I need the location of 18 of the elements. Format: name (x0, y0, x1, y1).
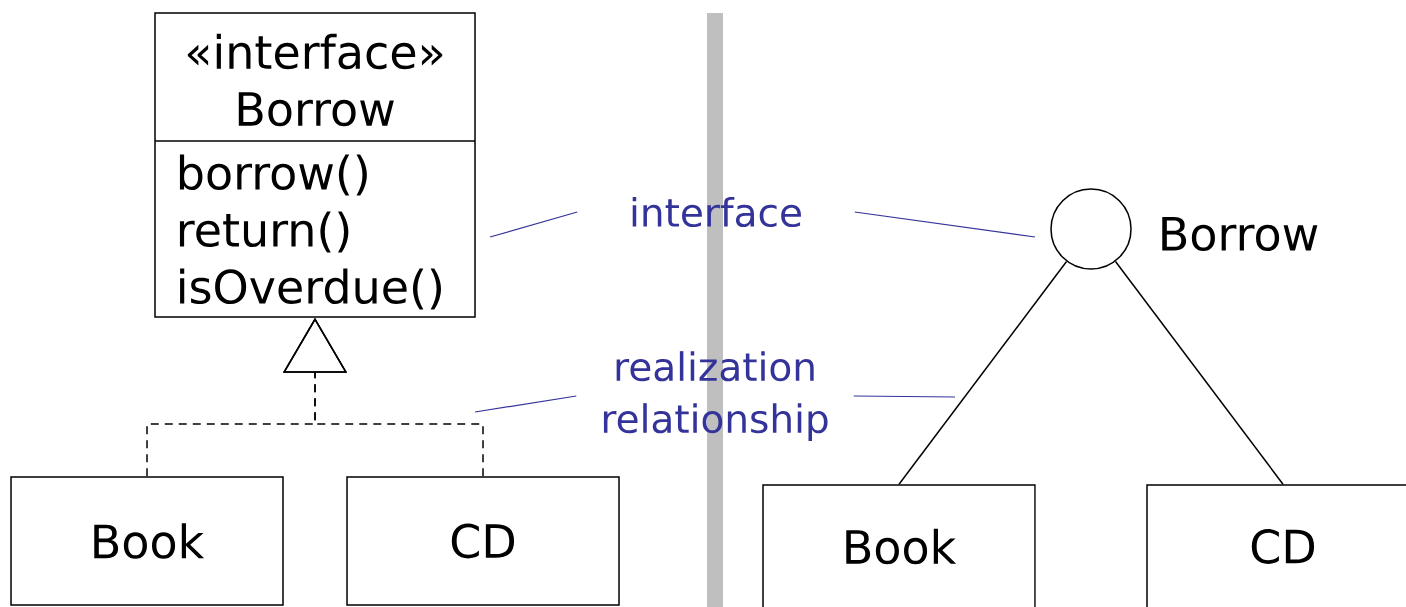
operation-name: return() (179, 211, 349, 253)
class-box (154, 12, 476, 318)
operation-name: borrow() (179, 154, 367, 196)
operation-name: isOverdue() (180, 268, 441, 310)
connector-line (1114, 260, 1284, 485)
leader-line (489, 211, 578, 238)
interface-circle (1050, 188, 1132, 270)
class-box: CD (1146, 484, 1406, 607)
leader-line (853, 395, 956, 398)
interface-name: Borrow (1162, 216, 1318, 252)
class-box: Book (10, 476, 284, 606)
class-box: Book (762, 484, 1036, 607)
annotation-text: realization relationship (603, 351, 828, 441)
connector-line (898, 260, 1068, 485)
annotation-text: interface (632, 196, 801, 228)
class-box: CD (346, 476, 620, 606)
leader-line (474, 395, 577, 413)
leader-line (854, 211, 1036, 238)
